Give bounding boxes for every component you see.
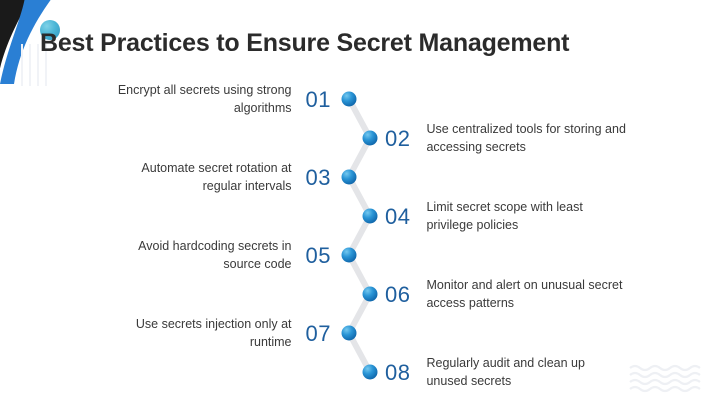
list-item-label: Automate secret rotation at regular inte… <box>141 161 292 193</box>
list-item[interactable]: 02 Use centralized tools for storing and… <box>385 122 685 155</box>
list-item[interactable]: Use secrets injection only at runtime 07 <box>41 317 331 350</box>
list-item-number: 01 <box>305 87 331 112</box>
list-item[interactable]: Avoid hardcoding secrets in source code … <box>41 239 331 272</box>
list-item-label: Limit secret scope with least privilege … <box>426 200 583 232</box>
list-item-label: Use secrets injection only at runtime <box>135 317 292 349</box>
list-item-label: Regularly audit and clean up unused secr… <box>426 356 585 388</box>
list-item-label: Avoid hardcoding secrets in source code <box>138 239 292 271</box>
list-item-number: 06 <box>385 282 411 307</box>
list-item-label: Use centralized tools for storing and ac… <box>426 122 626 154</box>
list-item[interactable]: 04 Limit secret scope with least privile… <box>385 200 685 233</box>
list-item-number: 02 <box>385 126 411 151</box>
list-item[interactable]: 06 Monitor and alert on unusual secret a… <box>385 278 685 311</box>
list-item-label: Encrypt all secrets using strong algorit… <box>117 83 292 115</box>
zigzag-timeline-connector <box>341 91 378 380</box>
list-item-number: 04 <box>385 204 411 229</box>
timeline-node-group <box>341 91 378 380</box>
list-item[interactable]: Automate secret rotation at regular inte… <box>41 161 331 194</box>
list-item-number: 07 <box>305 321 331 346</box>
page-title: Best Practices to Ensure Secret Manageme… <box>40 28 570 57</box>
list-item-label: Monitor and alert on unusual secret acce… <box>426 278 623 310</box>
list-item-number: 05 <box>305 243 331 268</box>
list-item[interactable]: Encrypt all secrets using strong algorit… <box>41 83 331 116</box>
list-item-number: 03 <box>305 165 331 190</box>
list-item[interactable]: 08 Regularly audit and clean up unused s… <box>385 356 685 389</box>
list-item-number: 08 <box>385 360 411 385</box>
